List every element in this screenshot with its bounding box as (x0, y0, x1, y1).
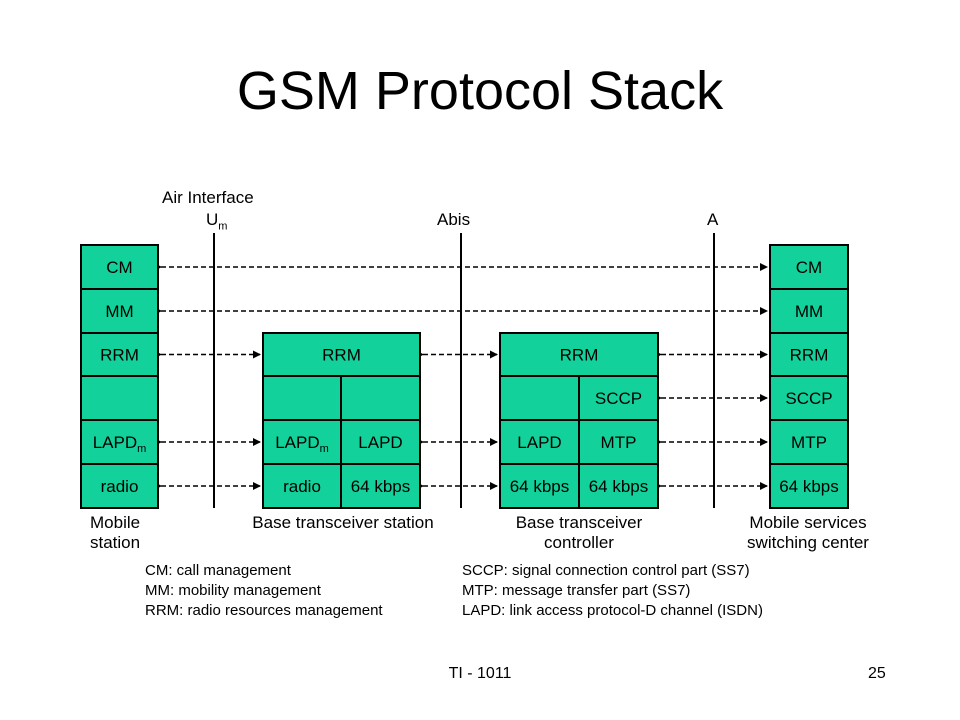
bts-radio-label: radio (283, 477, 321, 496)
legend-right: SCCP: signal connection control part (SS… (462, 561, 763, 621)
legend-item-rrm: RRM: radio resources management (145, 602, 383, 619)
bts-empty-left-box (262, 375, 342, 421)
ms-rrm-label: RRM (100, 346, 139, 365)
bts-lapdm-label: LAPDm (275, 433, 329, 455)
legend-item-sccp: SCCP: signal connection control part (SS… (462, 562, 750, 579)
msc-cm-label: CM (796, 258, 822, 277)
legend-item-mm: MM: mobility management (145, 582, 321, 599)
entity-mobile-services-switching-center: Mobile services switching center (747, 513, 869, 552)
msc-mtp-box (769, 419, 849, 465)
msc-64kbps-box (769, 463, 849, 509)
ms-empty-box (80, 375, 159, 421)
bsc-mtp-label: MTP (601, 433, 637, 452)
ms-lapdm-label: LAPDm (93, 433, 147, 455)
footer-center-text: TI - 1011 (448, 665, 512, 682)
um-label-text: U (206, 210, 219, 229)
bsc-sccp-box (578, 375, 659, 421)
msc-sccp-label: SCCP (785, 389, 832, 408)
bts-64kbps-box (340, 463, 421, 509)
bsc-sccp-label: SCCP (595, 389, 642, 408)
entity-base-transceiver-station: Base transceiver station (252, 513, 434, 532)
abis-interface-label: Abis (437, 210, 471, 229)
bts-lapd-label: LAPD (358, 433, 402, 452)
slide-title: GSM Protocol Stack (236, 61, 724, 121)
air-interface-label: Air Interface (162, 188, 254, 207)
ms-cm-box (80, 244, 159, 290)
legend-left: CM: call management MM: mobility managem… (145, 561, 383, 621)
bts-64kbps-label: 64 kbps (351, 477, 411, 496)
ms-rrm-box (80, 332, 159, 377)
bts-radio-box (262, 463, 342, 509)
bts-rrm-label: RRM (322, 346, 361, 365)
um-interface-label: Um (206, 210, 227, 236)
bsc-64kbps-right-box (578, 463, 659, 509)
bsc-mtp-box (578, 419, 659, 465)
um-label-subscript: m (218, 220, 228, 233)
a-interface-label: A (707, 210, 719, 229)
msc-sccp-box (769, 375, 849, 421)
entity-mobile-station: Mobile station (90, 513, 141, 552)
bsc-empty-box (499, 375, 580, 421)
bsc-lapd-label: LAPD (517, 433, 561, 452)
ms-radio-label: radio (101, 477, 139, 496)
legend-item-cm: CM: call management (145, 562, 291, 579)
legend-item-mtp: MTP: message transfer part (SS7) (462, 582, 691, 599)
ms-radio-box (80, 463, 159, 509)
bsc-64kbps-right-label: 64 kbps (589, 477, 649, 496)
msc-mm-box (769, 288, 849, 334)
legend-item-lapd: LAPD: link access protocol-D channel (IS… (462, 602, 763, 619)
msc-mm-label: MM (795, 302, 823, 321)
ms-cm-label: CM (106, 258, 132, 277)
bsc-rrm-label: RRM (560, 346, 599, 365)
bts-empty-right-box (340, 375, 421, 421)
ms-mm-label: MM (105, 302, 133, 321)
entity-base-transceiver-controller: Base transceiver controller (515, 513, 643, 552)
msc-rrm-label: RRM (790, 346, 829, 365)
msc-64kbps-label: 64 kbps (779, 477, 839, 496)
bsc-64kbps-left-label: 64 kbps (510, 477, 570, 496)
msc-cm-box (769, 244, 849, 290)
page-number: 25 (868, 665, 886, 682)
msc-mtp-label: MTP (791, 433, 827, 452)
bsc-64kbps-left-box (499, 463, 580, 509)
